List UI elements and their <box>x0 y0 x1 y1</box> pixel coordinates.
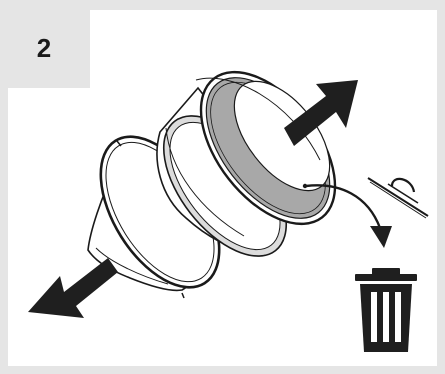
lid-handle-icon <box>367 177 429 219</box>
left-pull-arrow <box>28 258 118 318</box>
filter-ring-icon <box>156 70 337 257</box>
step-number: 2 <box>36 32 52 63</box>
step-badge: 2 <box>8 10 90 88</box>
right-pull-arrow <box>284 80 358 146</box>
rim-clip-icon <box>116 140 185 299</box>
trash-bin-icon <box>355 268 417 352</box>
curved-dispose-arrow <box>302 183 392 248</box>
